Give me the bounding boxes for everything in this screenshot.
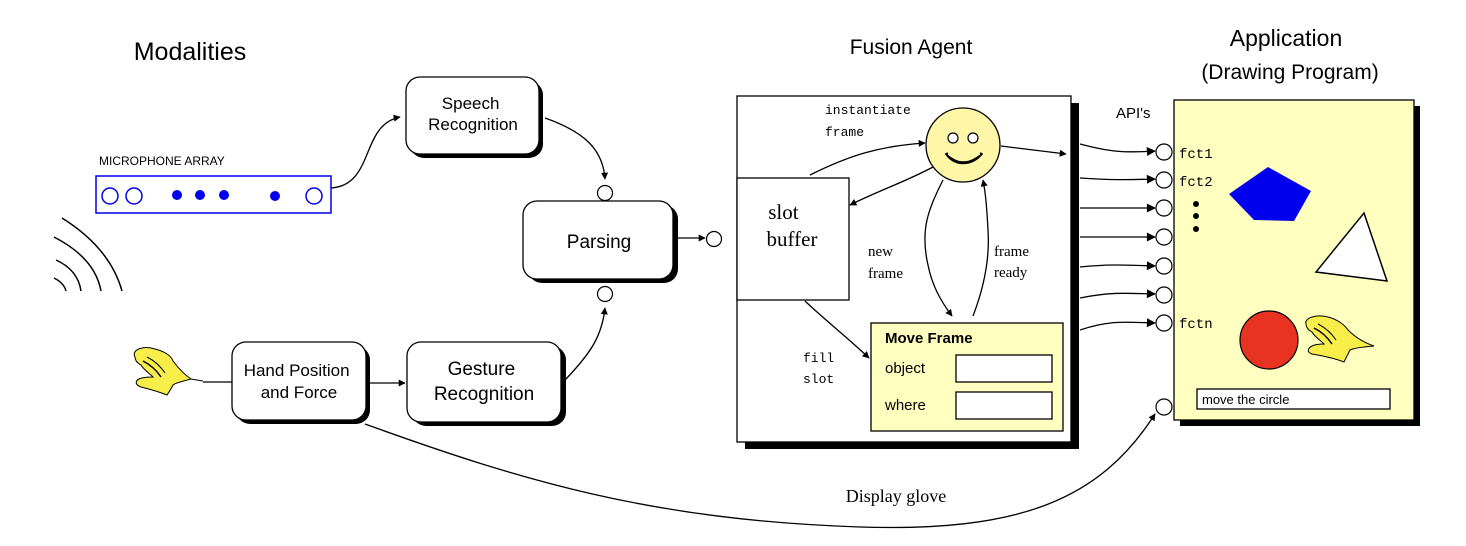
heading-application: Application [1230, 25, 1343, 51]
agent-smiley-icon [925, 107, 1001, 183]
move-frame-object-slot [955, 354, 1053, 383]
function-fctn: fctn [1179, 317, 1213, 333]
microphone-array-body [95, 175, 332, 214]
api-port[interactable] [1155, 286, 1173, 304]
move-frame-where-label: where [884, 397, 926, 414]
triangle-shape[interactable] [1314, 211, 1389, 282]
label-new: new [868, 244, 893, 260]
glove-cursor-icon [1305, 315, 1375, 363]
apis-label: API's [1116, 105, 1151, 122]
svg-text:fct1 fct2 fctn: fct1 fct2 fctn [1179, 147, 1221, 333]
arrow-display-glove [364, 413, 1156, 529]
label-new-frame: frame [868, 266, 903, 282]
mic-element [270, 191, 280, 201]
gesture-label-line1: Gesture [448, 359, 516, 380]
microphone-array-label: MICROPHONE ARRAY [99, 154, 225, 168]
mic-element [219, 190, 229, 200]
arrow-fill-slot [804, 300, 870, 359]
sound-waves-icon [53, 217, 123, 292]
gesture-label-line2: Recognition [434, 384, 534, 405]
svg-text:fill slot: fill slot [803, 351, 842, 387]
speech-label-line1: Speech [442, 94, 500, 113]
parsing-label: Parsing [567, 232, 631, 253]
api-port-fct2[interactable] [1155, 171, 1173, 189]
ellipsis-icon [1193, 201, 1199, 232]
function-fct1: fct1 [1179, 147, 1213, 163]
arrow-mic-to-speech [330, 114, 401, 189]
label-fill-slot: slot [803, 372, 834, 387]
parsing-module: Parsing [522, 200, 678, 283]
move-frame-where-slot [955, 391, 1053, 420]
slot-buffer-line2: buffer [767, 227, 818, 251]
arrow-frame-ready [972, 179, 989, 317]
slot-buffer-line1: slot [768, 200, 799, 224]
svg-text:instantiate frame: instantiate frame [825, 103, 919, 140]
hand-label-line1: Hand Position [244, 361, 350, 380]
arrow-new-frame [924, 179, 953, 317]
svg-text:slot buffer: slot buffer [767, 200, 818, 251]
microphone-array: MICROPHONE ARRAY [95, 154, 332, 214]
hand-label-line2: and Force [261, 383, 338, 402]
api-port-display[interactable] [1155, 398, 1173, 416]
api-port[interactable] [1155, 257, 1173, 275]
mic-element [101, 187, 119, 205]
slot-buffer: slot buffer [736, 177, 850, 301]
svg-text:new frame frame re: new frame frame ready [868, 244, 1033, 282]
display-glove-label: Display glove [846, 486, 947, 506]
port-parsing-top [596, 184, 614, 202]
heading-fusion-agent: Fusion Agent [850, 36, 973, 59]
heading-modalities: Modalities [134, 38, 247, 66]
api-port[interactable] [1155, 228, 1173, 246]
svg-text:Speech Recognition: Speech Recognition [428, 94, 518, 134]
mic-element [305, 187, 323, 205]
mic-element [125, 187, 143, 205]
api-port-fctn[interactable] [1155, 314, 1173, 332]
arrow-buffer-to-agent [809, 139, 926, 176]
api-port[interactable] [1155, 199, 1173, 217]
arrow-gesture-to-parsing [564, 307, 608, 381]
label-frame: frame [994, 244, 1029, 260]
api-connections [1079, 143, 1156, 331]
move-frame-title: Move Frame [885, 330, 973, 347]
arrow-speech-to-parsing [544, 117, 609, 180]
heading-application-sub: (Drawing Program) [1201, 61, 1378, 84]
command-input-text: move the circle [1202, 392, 1289, 407]
mic-element [195, 190, 205, 200]
label-frame-ready: ready [994, 265, 1028, 281]
arrow-agent-to-api [1000, 145, 1067, 157]
speech-recognition-module: Speech Recognition [405, 76, 543, 158]
api-ports [1155, 143, 1173, 416]
gesture-recognition-module: Gesture Recognition [406, 341, 566, 426]
label-fill: fill [803, 351, 834, 366]
hand-position-module: Hand Position and Force [231, 341, 370, 424]
svg-text:Gesture Recognition: Gesture Recognition [434, 359, 534, 405]
application-panel [1173, 99, 1420, 426]
api-port-fct1[interactable] [1155, 143, 1173, 161]
port-parsing-bottom [596, 285, 614, 303]
port-fusion-input [705, 230, 723, 248]
label-instantiate: instantiate [825, 103, 911, 118]
label-instantiate-frame: frame [825, 125, 864, 140]
command-input[interactable] [1196, 388, 1391, 410]
circle-shape[interactable] [1239, 310, 1299, 370]
speech-label-line2: Recognition [428, 115, 518, 134]
mic-element [172, 190, 182, 200]
data-glove-icon [133, 347, 204, 396]
pentagon-shape[interactable] [1229, 167, 1311, 221]
function-fct2: fct2 [1179, 175, 1213, 191]
move-frame: Move Frame object where [870, 322, 1064, 432]
arrow-agent-to-buffer [849, 166, 934, 206]
move-frame-object-label: object [885, 360, 926, 377]
svg-text:Hand Position and Force: Hand Position and Force [244, 361, 355, 402]
